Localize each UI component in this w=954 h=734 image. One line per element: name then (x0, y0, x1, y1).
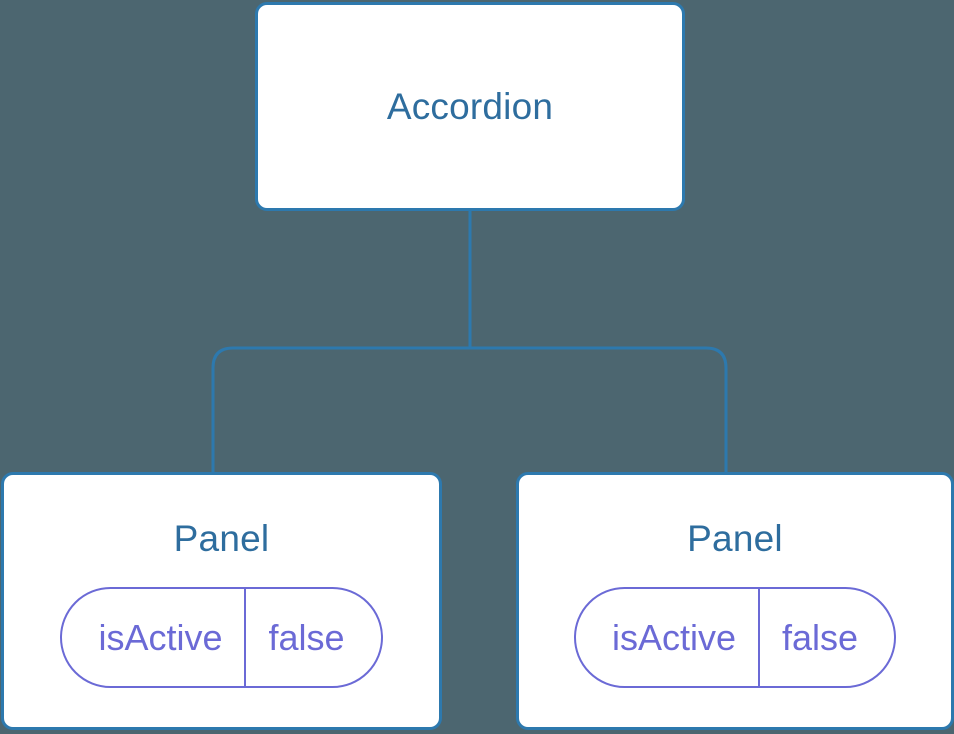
node-title: Panel (687, 518, 783, 559)
state-pill[interactable]: isActive false (60, 587, 383, 688)
state-pill[interactable]: isActive false (573, 587, 897, 688)
node-accordion[interactable]: Accordion (255, 2, 685, 211)
node-panel-1[interactable]: Panel isActive false (516, 472, 954, 730)
node-panel-0[interactable]: Panel isActive false (1, 472, 442, 730)
state-key: isActive (576, 589, 760, 686)
state-key: isActive (62, 589, 247, 686)
state-value: false (781, 616, 859, 658)
node-title: Accordion (386, 86, 554, 127)
node-title: Panel (173, 518, 270, 559)
connector-branch-bar (211, 346, 728, 474)
state-value: false (268, 616, 345, 658)
